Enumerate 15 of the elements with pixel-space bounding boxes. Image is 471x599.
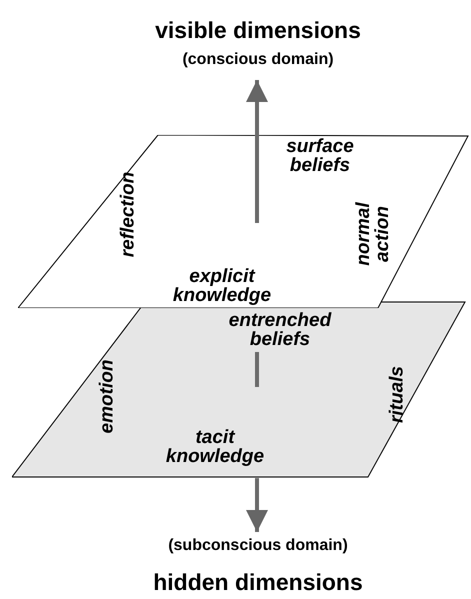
rotated-label: rituals (388, 364, 406, 426)
rotated-label: normal action (354, 201, 392, 268)
rotated-label: reflection (118, 170, 138, 260)
heading: hidden dimensions (152, 568, 364, 596)
plane-label: explicit knowledge (172, 267, 272, 305)
arrow (246, 80, 268, 223)
plane-label: surface beliefs (285, 137, 355, 175)
plane-label: tacit knowledge (164, 428, 266, 466)
plane (18, 135, 471, 308)
subheading: (subconscious domain) (167, 536, 349, 556)
heading: visible dimensions (154, 16, 362, 44)
subheading: (conscious domain) (181, 50, 335, 70)
arrow (246, 478, 268, 532)
rotated-label: emotion (98, 358, 116, 436)
plane-label: entrenched beliefs (228, 311, 332, 349)
